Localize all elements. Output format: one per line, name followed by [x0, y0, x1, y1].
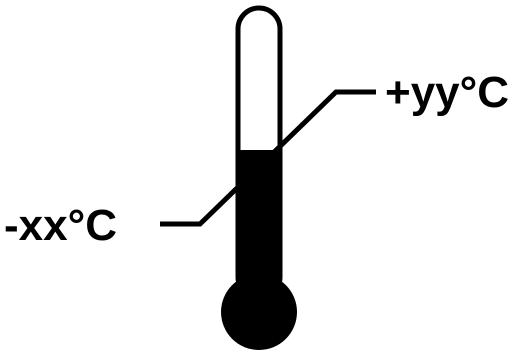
thermometer-bulb — [221, 274, 297, 350]
upper-limit-label: +yy°C — [385, 68, 509, 117]
range-leader-line — [160, 89, 376, 227]
thermometer-icon — [221, 5, 297, 350]
lower-limit-label: -xx°C — [4, 201, 117, 250]
